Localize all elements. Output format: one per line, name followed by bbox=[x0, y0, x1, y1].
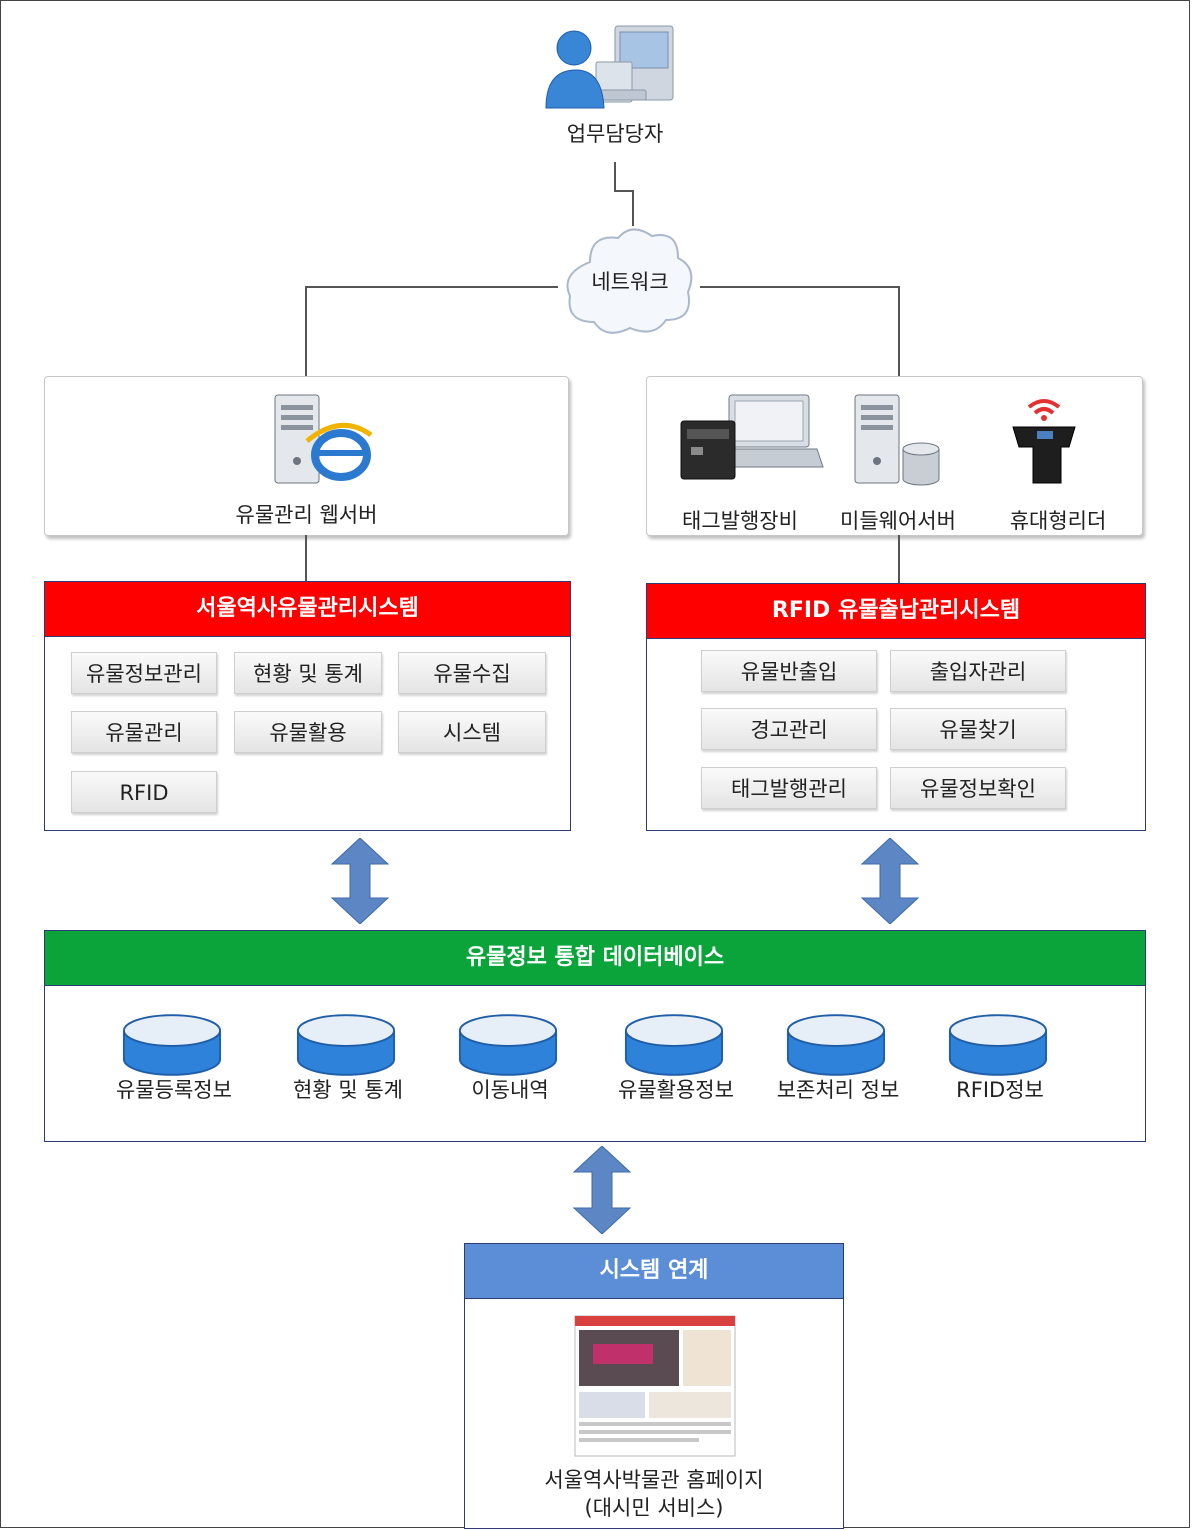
db-conservation-info: 보존처리 정보 bbox=[776, 1078, 900, 1102]
database-cylinder-icon bbox=[122, 1014, 222, 1076]
system-linkage-box: 시스템 연계 서울역사박물관 홈페이지 (대시민 서비스) bbox=[464, 1243, 844, 1529]
network-cloud-icon bbox=[566, 228, 693, 334]
database-cylinder-icon bbox=[624, 1014, 724, 1076]
btn-status-stats[interactable]: 현황 및 통계 bbox=[234, 652, 382, 694]
bottom-bidirectional-arrow-icon bbox=[572, 1146, 632, 1234]
right-bidirectional-arrow-icon bbox=[860, 838, 920, 924]
btn-artifact-mgmt[interactable]: 유물관리 bbox=[71, 711, 217, 753]
btn-find-artifact[interactable]: 유물찾기 bbox=[890, 708, 1066, 750]
btn-info-check[interactable]: 유물정보확인 bbox=[890, 767, 1066, 809]
db-artifact-registration: 유물등록정보 bbox=[116, 1078, 232, 1102]
database-cylinder-icon bbox=[786, 1014, 886, 1076]
rfid-reader-icon bbox=[1012, 399, 1076, 484]
artifact-management-system: 서울역사유물관리시스템 유물정보관리 현황 및 통계 유물수집 유물관리 유물활… bbox=[44, 581, 571, 831]
network-label: 네트워크 bbox=[591, 270, 669, 294]
btn-system[interactable]: 시스템 bbox=[398, 711, 546, 753]
user-label: 업무담당자 bbox=[566, 122, 664, 146]
homepage-thumbnail-icon[interactable] bbox=[573, 1314, 739, 1460]
btn-collection[interactable]: 유물수집 bbox=[398, 652, 546, 694]
tag-printer-label: 태그발행장비 bbox=[682, 509, 798, 533]
homepage-sublabel: (대시민 서비스) bbox=[584, 1496, 724, 1520]
database-cylinder-icon bbox=[296, 1014, 396, 1076]
left-bidirectional-arrow-icon bbox=[330, 838, 390, 924]
btn-alert-mgmt[interactable]: 경고관리 bbox=[701, 708, 877, 750]
database-cylinder-icon bbox=[458, 1014, 558, 1076]
database-cylinder-icon bbox=[948, 1014, 1048, 1076]
db-utilization-info: 유물활용정보 bbox=[618, 1078, 734, 1102]
btn-tag-issue[interactable]: 태그발행관리 bbox=[701, 767, 877, 809]
db-movement-history: 이동내역 bbox=[471, 1078, 549, 1102]
middleware-server-icon bbox=[854, 394, 940, 486]
rfid-devices-box: 태그발행장비 미들웨어서버 휴대형리더 bbox=[646, 376, 1143, 536]
btn-artifact-info[interactable]: 유물정보관리 bbox=[71, 652, 217, 694]
middleware-label: 미들웨어서버 bbox=[840, 509, 956, 533]
btn-checkout[interactable]: 유물반출입 bbox=[701, 650, 877, 692]
web-server-icon bbox=[274, 394, 373, 484]
tag-printer-icon bbox=[680, 394, 824, 480]
database-title: 유물정보 통합 데이터베이스 bbox=[45, 931, 1145, 986]
btn-visitor-mgmt[interactable]: 출입자관리 bbox=[890, 650, 1066, 692]
db-status-stats: 현황 및 통계 bbox=[293, 1078, 403, 1102]
db-rfid-info: RFID정보 bbox=[956, 1078, 1044, 1102]
web-server-box: 유물관리 웹서버 bbox=[44, 376, 569, 536]
user-computer-icon bbox=[545, 25, 674, 109]
btn-rfid[interactable]: RFID bbox=[71, 771, 217, 813]
web-server-label: 유물관리 웹서버 bbox=[235, 503, 378, 527]
rfid-system-title: RFID 유물출납관리시스템 bbox=[647, 584, 1145, 639]
linkage-title: 시스템 연계 bbox=[465, 1244, 843, 1299]
homepage-label: 서울역사박물관 홈페이지 bbox=[544, 1468, 764, 1492]
btn-utilization[interactable]: 유물활용 bbox=[234, 711, 382, 753]
artifact-system-title: 서울역사유물관리시스템 bbox=[45, 582, 570, 637]
reader-label: 휴대형리더 bbox=[1009, 509, 1107, 533]
rfid-checkout-system: RFID 유물출납관리시스템 유물반출입 출입자관리 경고관리 유물찾기 태그발… bbox=[646, 583, 1146, 831]
